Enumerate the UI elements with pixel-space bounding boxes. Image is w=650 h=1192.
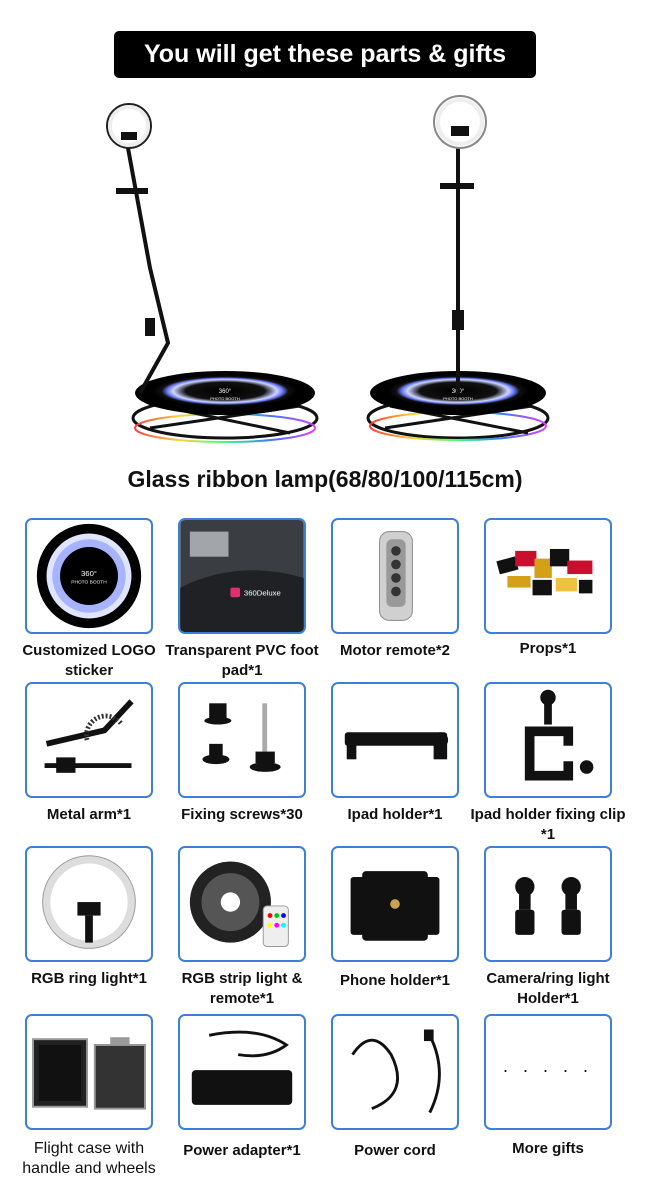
item-label-ipad-holder: Ipad holder*1 <box>347 806 443 823</box>
item-card-metal-arm <box>25 682 153 798</box>
booth-left: 360° PHOTO BOOTH <box>106 103 319 443</box>
item-label-ring-light: RGB ring light*1 <box>31 970 147 987</box>
item-label-power-adapter: Power adapter*1 <box>183 1142 301 1159</box>
item-card-pvc-pad: 360Deluxe <box>178 518 306 634</box>
item-card-more-gifts: . . . . . <box>484 1014 612 1130</box>
item-card-camera-holder <box>484 846 612 962</box>
item-card-fixing-screws <box>178 682 306 798</box>
pvc-pad-text: 360Deluxe <box>244 588 281 597</box>
item-label-more-gifts: More gifts <box>512 1140 584 1157</box>
item-card-power-adapter <box>178 1014 306 1130</box>
item-label-fixing-screws: Fixing screws*30 <box>181 806 303 823</box>
remote-icon <box>379 531 413 621</box>
sticker-label: 360° <box>81 569 97 578</box>
item-label-pvc-pad: Transparent PVC foot pad*1 <box>165 642 319 679</box>
props-icon <box>496 548 593 596</box>
item-card-phone-holder <box>331 846 459 962</box>
item-label-logo-sticker: Customized LOGO sticker <box>22 642 156 679</box>
screws-icon <box>202 703 281 772</box>
metal-arm-icon <box>44 699 134 773</box>
item-label-phone-holder: Phone holder*1 <box>339 972 451 989</box>
item-card-ipad-clip <box>484 682 612 798</box>
strip-light-icon <box>189 861 289 947</box>
photo-booth-hero-image: 360° PHOTO BOOTH 360° PHOTO BOOTH <box>106 95 550 443</box>
item-card-props <box>484 518 612 634</box>
page-title: You will get these parts & gifts <box>143 40 507 68</box>
phone-holder-icon <box>350 871 440 941</box>
hero-left-booth-sublabel: PHOTO BOOTH <box>210 396 240 401</box>
power-adapter-icon <box>191 1030 293 1105</box>
logo-sticker-icon: 360° PHOTO BOOTH <box>36 523 142 629</box>
booth-right: 360° PHOTO BOOTH <box>366 95 550 441</box>
item-label-props: Props*1 <box>519 640 577 657</box>
item-label-power-cord: Power cord <box>354 1142 436 1159</box>
item-card-logo-sticker: 360° PHOTO BOOTH <box>25 518 153 634</box>
item-card-flight-case <box>25 1014 153 1130</box>
item-label-ipad-clip: Ipad holder fixing clip *1 <box>470 806 626 843</box>
page-title-banner: You will get these parts & gifts <box>114 31 536 78</box>
hero-left-booth-label: 360° <box>219 389 232 395</box>
sticker-sublabel: PHOTO BOOTH <box>71 580 107 586</box>
clip-icon <box>524 689 594 781</box>
item-card-ring-light <box>25 846 153 962</box>
camera-holder-icon <box>515 876 581 935</box>
flight-case-icon <box>32 1037 146 1110</box>
hero-right-booth-sublabel: PHOTO BOOTH <box>443 396 473 401</box>
item-card-power-cord <box>331 1014 459 1130</box>
item-label-flight-case: Flight case with handle and wheels <box>22 1140 156 1177</box>
item-card-motor-remote <box>331 518 459 634</box>
ring-light-icon <box>42 855 136 949</box>
pvc-pad-icon: 360Deluxe <box>180 520 304 632</box>
ipad-holder-icon <box>344 732 449 760</box>
item-card-strip-light <box>178 846 306 962</box>
item-label-camera-holder: Camera/ring light Holder*1 <box>486 970 610 1007</box>
product-subtitle: Glass ribbon lamp(68/80/100/115cm) <box>127 466 523 492</box>
item-card-ipad-holder <box>331 682 459 798</box>
power-cord-icon <box>351 1029 441 1114</box>
item-label-strip-light: RGB strip light & remote*1 <box>181 970 303 1007</box>
item-label-motor-remote: Motor remote*2 <box>339 642 451 659</box>
item-label-metal-arm: Metal arm*1 <box>46 806 132 823</box>
more-gifts-icon: . . . . . <box>502 1056 593 1076</box>
